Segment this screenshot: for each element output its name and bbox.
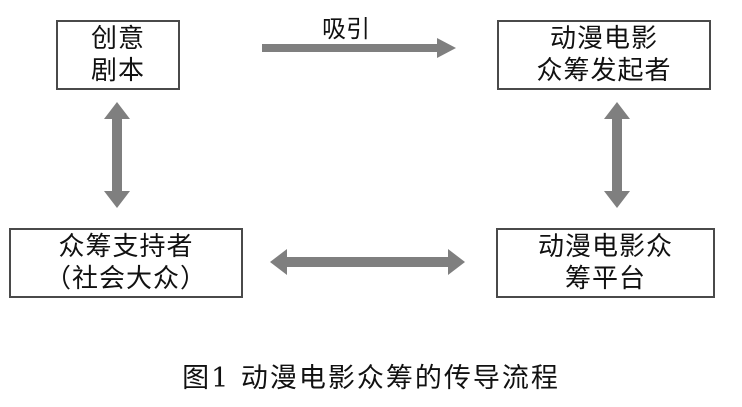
node-crowdfunding-backers-line2: （社会大众） <box>44 264 207 294</box>
attract-edge-label: 吸引 <box>322 15 370 43</box>
node-creative-script: 创意 剧本 <box>56 20 180 90</box>
figure-caption: 图1 动漫电影众筹的传导流程 <box>182 363 560 394</box>
node-crowdfunding-platform-line1: 动漫电影众 <box>537 232 673 262</box>
node-crowdfunding-launcher-line2: 众筹发起者 <box>536 56 672 86</box>
arrow-script-backers-bidirectional <box>104 102 130 208</box>
node-crowdfunding-platform: 动漫电影众 筹平台 <box>496 228 715 298</box>
node-creative-script-line2: 剧本 <box>90 56 145 86</box>
node-crowdfunding-launcher: 动漫电影 众筹发起者 <box>497 20 711 90</box>
node-crowdfunding-launcher-line1: 动漫电影 <box>549 24 658 54</box>
arrow-backers-platform-bidirectional <box>270 249 465 275</box>
arrow-launcher-platform-bidirectional <box>604 102 630 208</box>
node-crowdfunding-platform-line2: 筹平台 <box>564 264 646 294</box>
arrow-script-to-launcher <box>262 38 456 58</box>
node-crowdfunding-backers: 众筹支持者 （社会大众） <box>9 228 243 298</box>
node-crowdfunding-backers-line1: 众筹支持者 <box>58 232 194 262</box>
node-creative-script-line1: 创意 <box>90 24 145 54</box>
